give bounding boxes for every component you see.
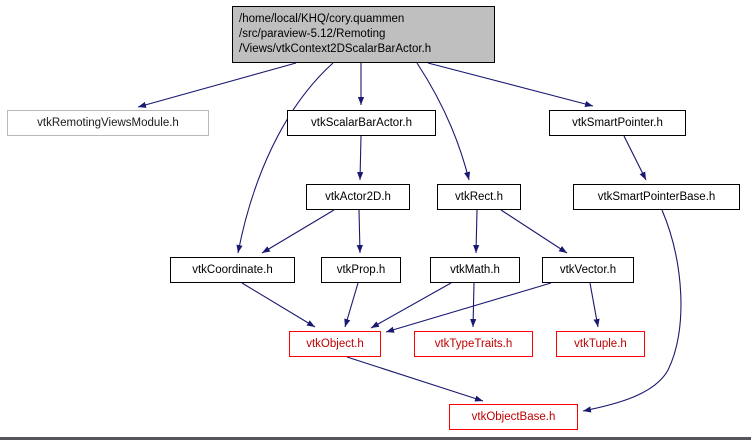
edge-vtkActor2D-to-vtkCoordinate — [261, 209, 335, 254]
node-vtkProp-h[interactable]: vtkProp.h — [321, 257, 401, 283]
node-vtkTypeTraits-h[interactable]: vtkTypeTraits.h — [414, 331, 533, 357]
node-vtkObjectBase-h[interactable]: vtkObjectBase.h — [449, 404, 578, 430]
edge-root-to-vtkRemotingViewsModule — [137, 62, 297, 108]
edge-vtkRect-to-vtkVector — [500, 209, 568, 254]
edge-vtkSmartPointer-to-vtkSmartPointerBase — [623, 135, 647, 181]
node-vtkActor2D-h[interactable]: vtkActor2D.h — [306, 184, 410, 210]
edge-vtkSmartPointerBase-to-vtkObjectBase — [582, 209, 682, 413]
edge-vtkMath-to-vtkTypeTraits — [470, 282, 477, 328]
node-vtkScalarBarActor-h[interactable]: vtkScalarBarActor.h — [287, 110, 436, 136]
edge-vtkCoordinate-to-vtkObject — [241, 282, 316, 328]
edge-root-to-vtkCoordinate — [236, 62, 334, 254]
node-vtkSmartPointerBase-h[interactable]: vtkSmartPointerBase.h — [573, 184, 740, 210]
node-vtkRemotingViewsModule-h: vtkRemotingViewsModule.h — [7, 110, 209, 136]
edge-vtkProp-to-vtkObject — [344, 282, 359, 328]
node-vtkObject-h[interactable]: vtkObject.h — [289, 331, 381, 357]
edge-vtkRect-to-vtkMath — [473, 209, 480, 254]
node-vtkTuple-h[interactable]: vtkTuple.h — [556, 331, 645, 357]
node-vtkSmartPointer-h[interactable]: vtkSmartPointer.h — [549, 110, 686, 136]
node-root-vtkContext2DScalarBarActor-h: /home/local/KHQ/cory.quammen /src/paravi… — [232, 6, 495, 63]
node-vtkCoordinate-h[interactable]: vtkCoordinate.h — [170, 257, 295, 283]
edge-vtkVector-to-vtkTuple — [589, 282, 600, 328]
node-vtkMath-h[interactable]: vtkMath.h — [430, 257, 520, 283]
edge-vtkVector-to-vtkObject — [385, 282, 552, 333]
node-vtkVector-h[interactable]: vtkVector.h — [542, 257, 634, 283]
edge-root-to-vtkSmartPointer — [427, 62, 594, 107]
edge-vtkActor2D-to-vtkProp — [356, 209, 363, 254]
edge-vtkObject-to-vtkObjectBase — [346, 356, 484, 402]
node-vtkRect-h[interactable]: vtkRect.h — [437, 184, 521, 210]
edge-vtkScalarBarActor-to-vtkActor2D — [357, 135, 364, 181]
edge-vtkMath-to-vtkObject — [370, 282, 452, 329]
